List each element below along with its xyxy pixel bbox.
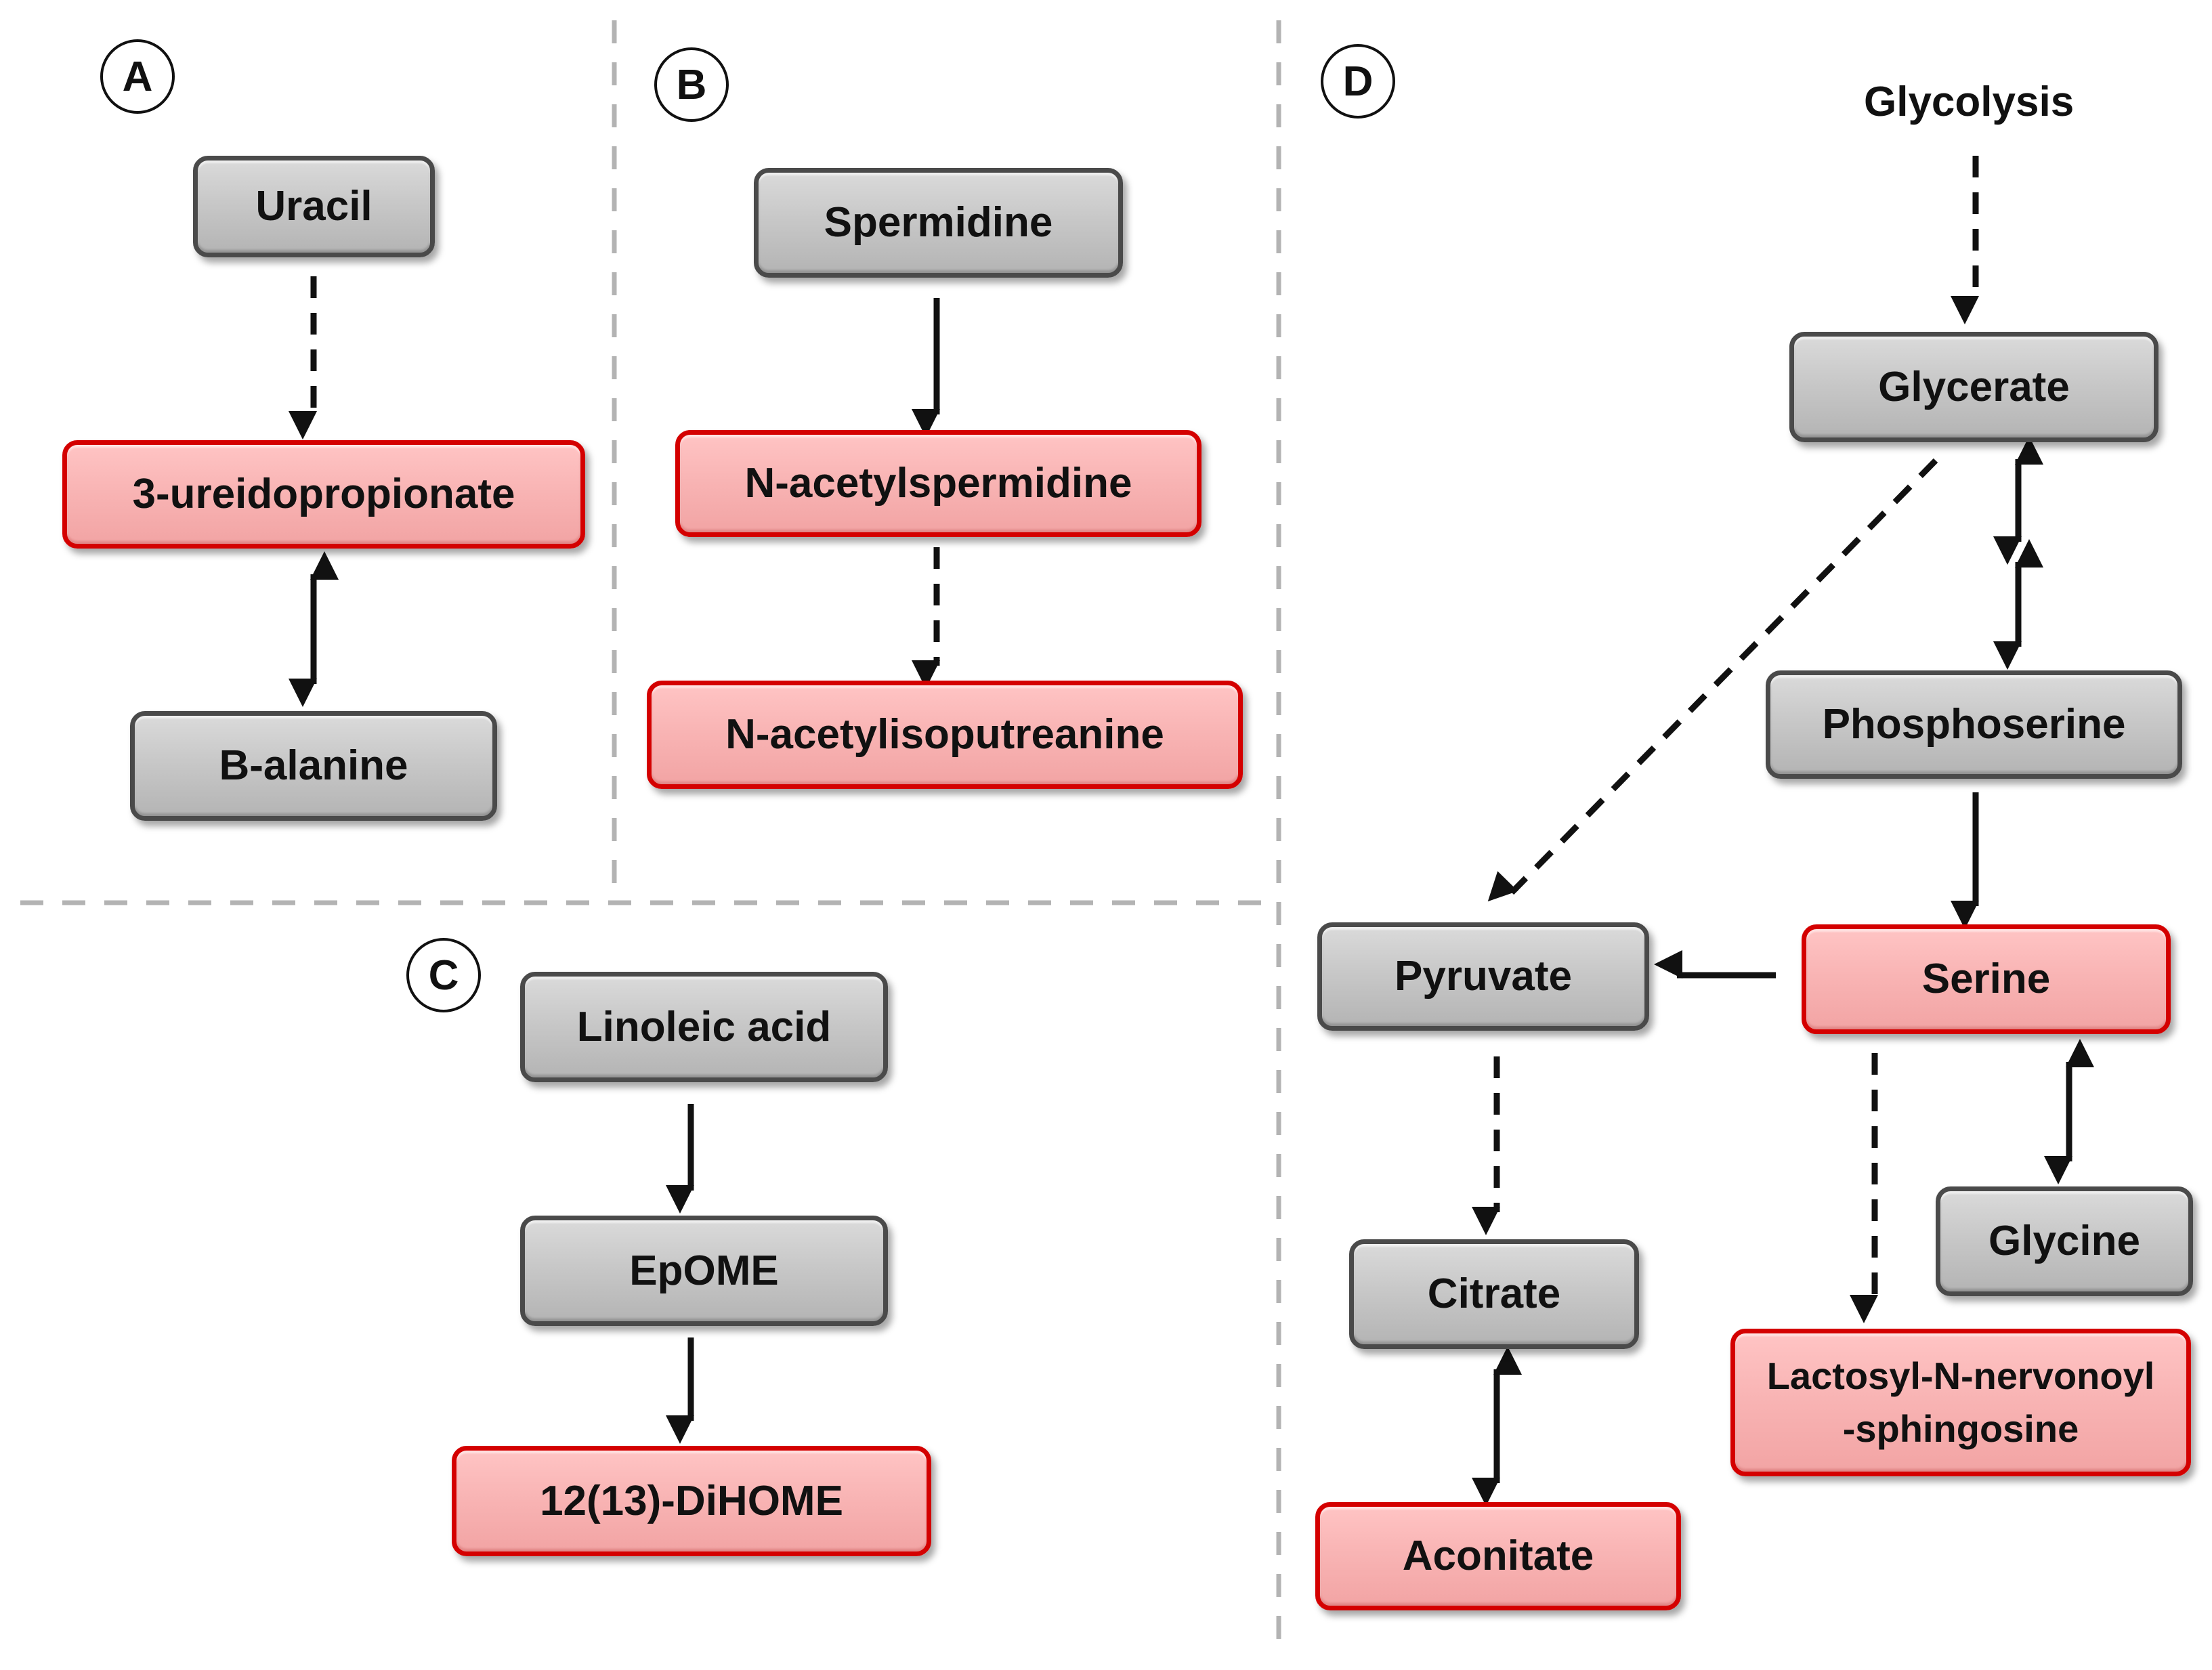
node-serine: Serine xyxy=(1802,924,2171,1034)
node-lactosyl-line1: Lactosyl-N-nervonoyl xyxy=(1766,1354,2155,1397)
node-b-alanine: B-alanine xyxy=(130,711,497,821)
panel-label-c: C xyxy=(406,938,481,1012)
node-glycine: Glycine xyxy=(1936,1186,2193,1296)
node-12-13-dihome: 12(13)-DiHOME xyxy=(452,1446,931,1556)
node-phosphoserine: Phosphoserine xyxy=(1766,670,2182,779)
node-n-acetylisoputreanine: N-acetylisoputreanine xyxy=(647,681,1243,789)
node-epome: EpOME xyxy=(520,1216,888,1326)
node-spermidine: Spermidine xyxy=(754,168,1123,278)
arrow-glycerate-to-pyruvate xyxy=(1487,458,1938,902)
node-citrate: Citrate xyxy=(1349,1239,1639,1349)
node-lactosyl-n-nervonoyl-sphingosine: Lactosyl-N-nervonoyl -sphingosine xyxy=(1730,1329,2191,1476)
node-pyruvate: Pyruvate xyxy=(1317,922,1649,1031)
node-n-acetylspermidine: N-acetylspermidine xyxy=(675,430,1201,537)
node-aconitate: Aconitate xyxy=(1315,1502,1681,1610)
node-3-ureidopropionate: 3-ureidopropionate xyxy=(62,440,585,549)
panel-label-a: A xyxy=(100,39,175,114)
panel-label-b: B xyxy=(654,47,729,122)
panel-label-d: D xyxy=(1321,44,1395,119)
label-glycolysis: Glycolysis xyxy=(1864,79,2075,125)
node-uracil: Uracil xyxy=(193,156,435,257)
node-lactosyl-line2: -sphingosine xyxy=(1842,1407,2079,1450)
node-linoleic-acid: Linoleic acid xyxy=(520,972,888,1082)
node-glycerate: Glycerate xyxy=(1789,332,2158,442)
